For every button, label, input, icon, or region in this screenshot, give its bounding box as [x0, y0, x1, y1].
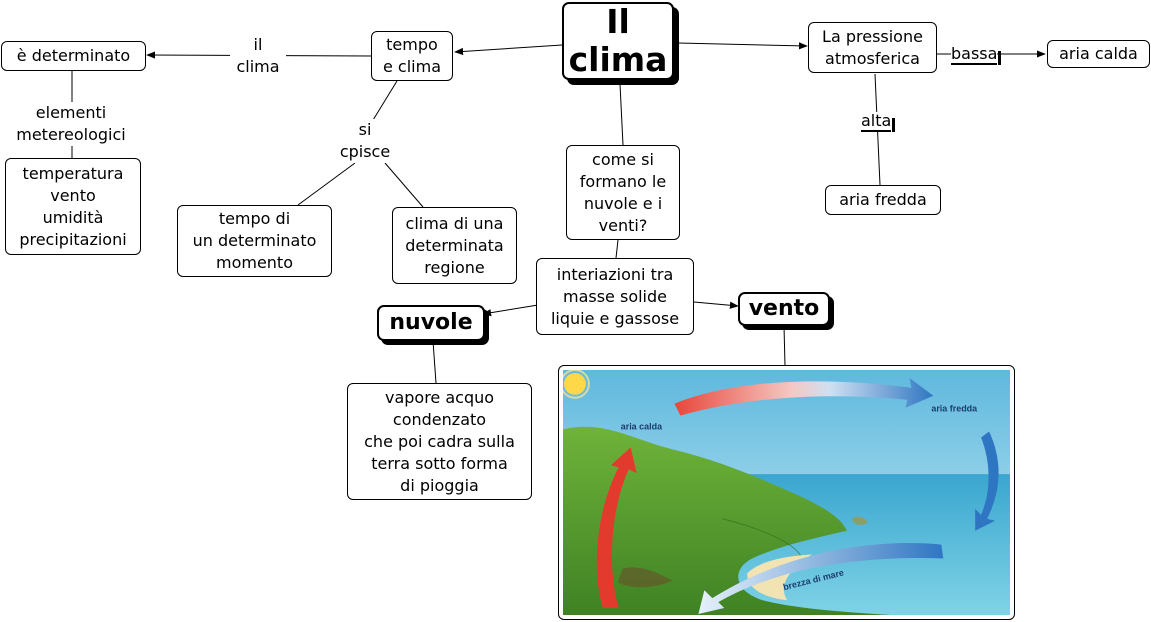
topic-clima-di-una-regione[interactable]: clima di una determinata regione [392, 207, 517, 284]
topic-aria-calda[interactable]: aria calda [1047, 40, 1150, 68]
topic-pressione-atmosferica[interactable]: La pressione atmosferica [808, 22, 937, 73]
topic-tempo-di-un-momento[interactable]: tempo di un determinato momento [177, 205, 332, 277]
topic-come-si-formano[interactable]: come si formano le nuvole e i venti? [566, 145, 680, 240]
topic-interiazioni[interactable]: interiazioni tra masse solide liquie e g… [536, 258, 694, 335]
sea-breeze-illustration[interactable]: aria calda aria fredda brezza di mare [558, 365, 1015, 620]
label-aria-calda-illustration: aria calda [621, 422, 663, 432]
label-il-clima: il clima [230, 34, 286, 78]
central-topic-il-clima[interactable]: Il clima [562, 2, 674, 80]
topic-tempo-e-clima[interactable]: tempo e clima [371, 31, 453, 81]
topic-e-determinato[interactable]: è determinato [1, 41, 146, 71]
topic-vento[interactable]: vento [738, 292, 830, 326]
topic-nuvole[interactable]: nuvole [377, 305, 485, 341]
label-aria-fredda-illustration: aria fredda [931, 404, 978, 414]
label-alta: alta [861, 111, 896, 132]
label-si-capisce: si cpisce [334, 119, 396, 163]
label-elementi-metereologici: elementi metereologici [0, 102, 142, 146]
topic-elementi-list[interactable]: temperatura vento umidità precipitazioni [5, 158, 141, 255]
sea-breeze-image: aria calda aria fredda brezza di mare [563, 370, 1010, 615]
label-bassa: bassa [951, 44, 1002, 65]
topic-vapore-acquo[interactable]: vapore acquo condenzato che poi cadra su… [347, 383, 532, 500]
topic-aria-fredda[interactable]: aria fredda [825, 185, 941, 215]
